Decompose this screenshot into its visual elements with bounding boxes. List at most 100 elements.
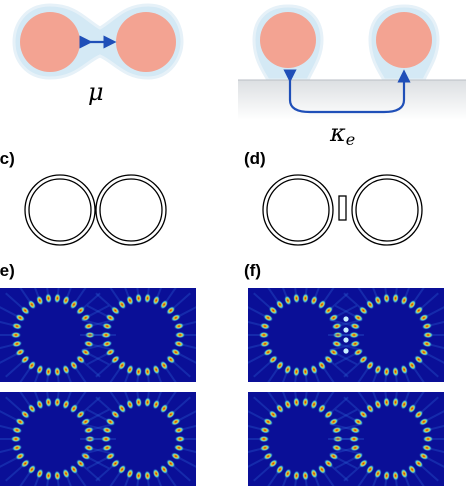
field-ray xyxy=(0,447,14,454)
resonator-right xyxy=(116,12,176,72)
field-hotspot xyxy=(259,322,271,330)
field-ray xyxy=(404,372,410,382)
field-ray xyxy=(86,457,108,470)
field-ray xyxy=(253,465,271,482)
field-hotspot xyxy=(45,396,52,408)
field-ray xyxy=(88,408,110,421)
field-ray xyxy=(372,288,378,298)
bar-field-spot xyxy=(343,316,349,322)
field-ray xyxy=(314,372,320,382)
field-hotspot xyxy=(301,470,309,482)
field-hotspot xyxy=(259,444,271,452)
field-ray xyxy=(46,375,49,382)
field-hotspot xyxy=(323,459,334,468)
field-ray xyxy=(178,306,196,317)
field-hotspot xyxy=(284,399,292,410)
field-ray xyxy=(88,304,110,317)
field-ray xyxy=(248,353,266,364)
field-ray xyxy=(5,465,23,482)
field-ray xyxy=(294,392,297,399)
field-ray xyxy=(430,320,444,327)
field-ray xyxy=(282,372,288,382)
field-ray xyxy=(75,392,87,406)
field-hotspot xyxy=(36,399,44,410)
field-ray xyxy=(173,396,191,413)
field-ray xyxy=(343,465,362,482)
field-hotspot xyxy=(159,360,169,371)
field-ray xyxy=(413,288,425,302)
field-hotspot xyxy=(383,292,391,304)
field-ray xyxy=(404,392,410,402)
field-ray xyxy=(165,288,177,302)
field-ray xyxy=(136,392,140,399)
field-ray xyxy=(165,472,177,486)
field-ray xyxy=(421,361,439,378)
field-hotspot xyxy=(11,444,23,452)
field-ray xyxy=(248,343,262,350)
field-hotspot xyxy=(62,364,70,375)
field-ray xyxy=(147,288,150,295)
field-hotspot xyxy=(144,396,151,408)
mu-symbol: μ xyxy=(88,78,104,106)
field-ray xyxy=(124,476,130,486)
field-hotspot xyxy=(152,399,160,410)
field-hotspot xyxy=(323,306,334,315)
field-hotspot xyxy=(80,452,91,461)
field-hotspot xyxy=(174,331,186,339)
field-hotspot xyxy=(418,313,429,322)
field-ray xyxy=(124,372,130,382)
field-hotspot xyxy=(392,366,399,378)
field-ray xyxy=(294,375,297,382)
field-ray xyxy=(88,353,110,366)
field-hotspot xyxy=(173,426,185,434)
field-ray xyxy=(334,457,356,470)
field-ray xyxy=(395,392,398,399)
field-hotspot xyxy=(36,468,44,479)
field-hotspot xyxy=(353,452,364,461)
field-hotspot xyxy=(284,468,292,479)
field-hotspot xyxy=(268,410,278,419)
field-hotspot xyxy=(170,348,181,357)
field-ray xyxy=(372,372,378,382)
field-hotspot xyxy=(407,403,417,414)
field-ray xyxy=(86,408,108,421)
field-ray xyxy=(56,288,60,295)
field-hotspot xyxy=(105,313,116,322)
field-ray xyxy=(66,288,72,298)
field-ray xyxy=(156,288,162,298)
field-ray xyxy=(384,288,388,295)
field-hotspot xyxy=(173,444,185,452)
bar-field-spot xyxy=(343,337,349,343)
field-ray xyxy=(430,343,444,350)
field-hotspot xyxy=(328,452,339,461)
field-hotspot xyxy=(358,306,369,315)
field-hotspot xyxy=(348,331,360,339)
field-ray xyxy=(413,368,425,382)
field-hotspot xyxy=(105,417,116,426)
field-hotspot xyxy=(301,366,309,378)
field-ray xyxy=(109,288,121,302)
field-ray xyxy=(19,288,31,302)
field-ray xyxy=(248,457,266,468)
field-ray xyxy=(81,447,104,456)
field-hotspot xyxy=(310,468,318,479)
field-ray xyxy=(5,361,23,378)
field-ray xyxy=(248,320,262,327)
field-map-canvas xyxy=(0,392,196,486)
field-hotspot xyxy=(10,435,22,443)
field-hotspot xyxy=(15,452,26,461)
field-hotspot xyxy=(27,464,37,475)
field-hotspot xyxy=(117,403,127,414)
field-hotspot xyxy=(20,459,30,468)
field-hotspot xyxy=(407,360,417,371)
field-hotspot xyxy=(27,299,37,310)
field-hotspot xyxy=(365,299,375,310)
field-ray xyxy=(124,392,130,402)
panel-d-rings xyxy=(262,174,423,246)
field-ray xyxy=(66,476,72,486)
field-hotspot xyxy=(275,299,285,310)
field-hotspot xyxy=(383,366,391,378)
field-ray xyxy=(95,465,114,482)
field-hotspot xyxy=(383,396,391,408)
field-ray xyxy=(304,288,308,295)
